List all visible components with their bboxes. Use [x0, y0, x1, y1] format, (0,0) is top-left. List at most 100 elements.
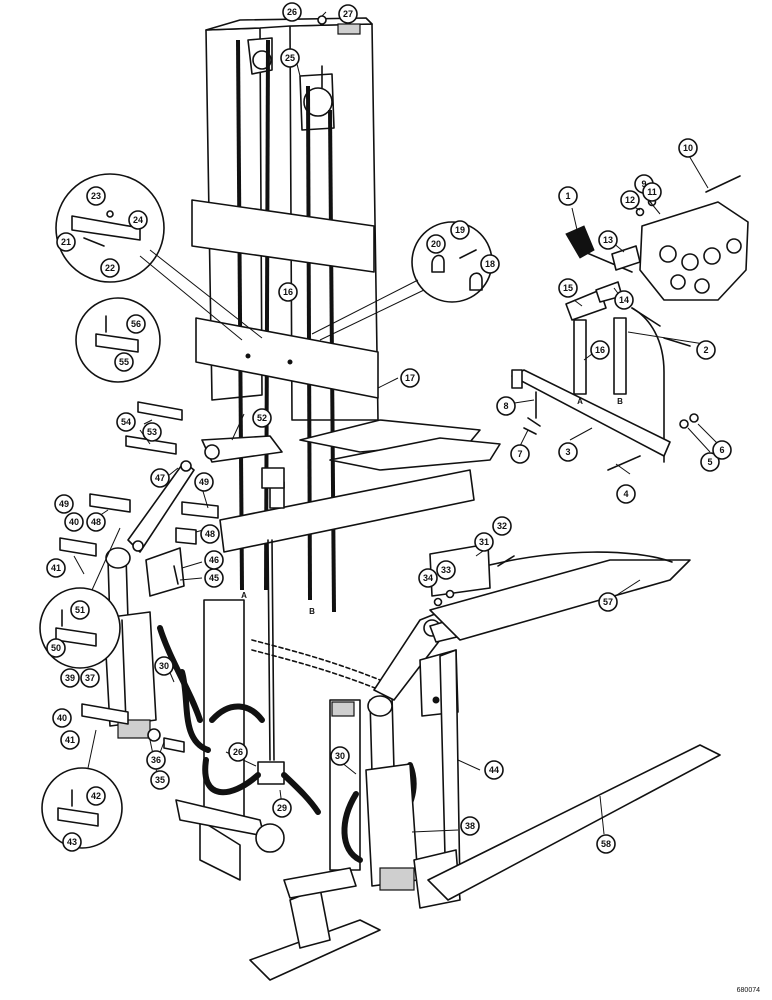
svg-text:9: 9	[641, 179, 646, 189]
detail-leader	[319, 289, 425, 341]
callout-43: 43	[62, 832, 82, 852]
link-hole	[132, 540, 144, 552]
callout-26-tee: 26	[228, 742, 248, 762]
svg-text:49: 49	[199, 477, 209, 487]
hose-right-1	[281, 772, 321, 815]
svg-text:58: 58	[601, 839, 611, 849]
svg-text:30: 30	[159, 661, 169, 671]
svg-text:27: 27	[343, 9, 353, 19]
mast-crossmember-upper	[191, 199, 375, 273]
callout-3: 3	[558, 442, 578, 462]
svg-text:42: 42	[91, 791, 101, 801]
loose-parts	[59, 15, 515, 753]
nut-34	[433, 597, 443, 607]
svg-text:15: 15	[563, 283, 573, 293]
valve-port	[659, 245, 677, 263]
callout-44: 44	[484, 760, 504, 780]
svg-text:23: 23	[91, 191, 101, 201]
svg-text:41: 41	[65, 735, 75, 745]
callout-35: 35	[150, 770, 170, 790]
hose-right-2	[341, 791, 363, 863]
port-label-a-mast: A	[241, 591, 247, 600]
tee-fitting	[257, 761, 285, 785]
clamp-20	[431, 254, 445, 273]
svg-text:26: 26	[233, 747, 243, 757]
bolt-hole	[245, 353, 251, 359]
callout-16-valve: 16	[590, 340, 610, 360]
clamp-bolt-19	[459, 249, 477, 259]
rear-fork-tine-2	[329, 437, 501, 471]
svg-text:20: 20	[431, 239, 441, 249]
callout-40-upper: 40	[64, 512, 84, 532]
post-bracket	[331, 701, 355, 717]
port-label-b: B	[617, 397, 623, 406]
callout-48-left: 48	[86, 512, 106, 532]
pivot-strap	[71, 215, 141, 241]
pin-54	[137, 401, 183, 421]
bolt-hole	[287, 359, 293, 365]
callout-50: 50	[46, 638, 66, 658]
pin-50	[55, 627, 97, 647]
hose-16-a	[573, 319, 587, 395]
mast-top-cap	[205, 17, 373, 31]
callout-55: 55	[114, 352, 134, 372]
svg-text:11: 11	[647, 187, 657, 197]
shaft-end-plate	[511, 369, 523, 389]
svg-text:48: 48	[91, 517, 101, 527]
svg-text:39: 39	[65, 673, 75, 683]
callout-49-right: 49	[194, 472, 214, 492]
callout-41-upper: 41	[46, 558, 66, 578]
callout-12: 12	[620, 190, 640, 210]
callout-5: 5	[700, 452, 720, 472]
callout-bubbles: 1 2 3 4 5 6 7 8 9 10 11 12 13 14 15 16 1…	[46, 2, 732, 854]
svg-text:54: 54	[121, 417, 131, 427]
bracket-hole	[432, 696, 440, 704]
svg-text:31: 31	[479, 537, 489, 547]
fork-assembly	[299, 419, 721, 909]
port-label-a: A	[577, 397, 583, 406]
bolt-10	[705, 175, 741, 193]
svg-text:37: 37	[85, 673, 95, 683]
callout-49-left: 49	[54, 494, 74, 514]
callout-54: 54	[116, 412, 136, 432]
hose-left-2	[179, 669, 211, 753]
svg-text:1: 1	[565, 191, 570, 201]
svg-text:16: 16	[595, 345, 605, 355]
pin-35	[163, 737, 185, 753]
bushing	[175, 527, 197, 545]
detail-leader	[91, 527, 121, 591]
clevis-eye	[204, 444, 220, 460]
fork-curve	[469, 551, 673, 571]
washer-27	[317, 15, 327, 25]
callout-57: 57	[598, 592, 618, 612]
detail-bubble-pin-43	[41, 729, 123, 849]
callout-24: 24	[128, 210, 148, 230]
pin-43	[57, 807, 99, 827]
callout-39: 39	[60, 668, 80, 688]
strap-nut	[106, 210, 114, 218]
callout-56: 56	[126, 314, 146, 334]
svg-text:40: 40	[69, 517, 79, 527]
callout-37: 37	[80, 668, 100, 688]
svg-text:57: 57	[603, 597, 613, 607]
svg-text:44: 44	[489, 765, 499, 775]
valve-port	[681, 253, 699, 271]
bolt-32	[497, 555, 515, 567]
valve-port	[694, 278, 710, 294]
pin-55	[95, 333, 139, 353]
bolt-4	[607, 455, 641, 471]
svg-text:53: 53	[147, 427, 157, 437]
pin-41	[59, 537, 97, 557]
svg-text:55: 55	[119, 357, 129, 367]
base-pin	[147, 728, 161, 742]
shaft-hub	[255, 823, 285, 853]
svg-text:35: 35	[155, 775, 165, 785]
hydraulic-line	[267, 539, 271, 761]
callout-31: 31	[474, 532, 494, 552]
callout-21: 21	[56, 232, 76, 252]
svg-text:30: 30	[335, 751, 345, 761]
svg-text:14: 14	[619, 295, 629, 305]
callout-8: 8	[496, 396, 516, 416]
callout-41-lower: 41	[60, 730, 80, 750]
mast-crossmember-lower	[195, 317, 379, 399]
